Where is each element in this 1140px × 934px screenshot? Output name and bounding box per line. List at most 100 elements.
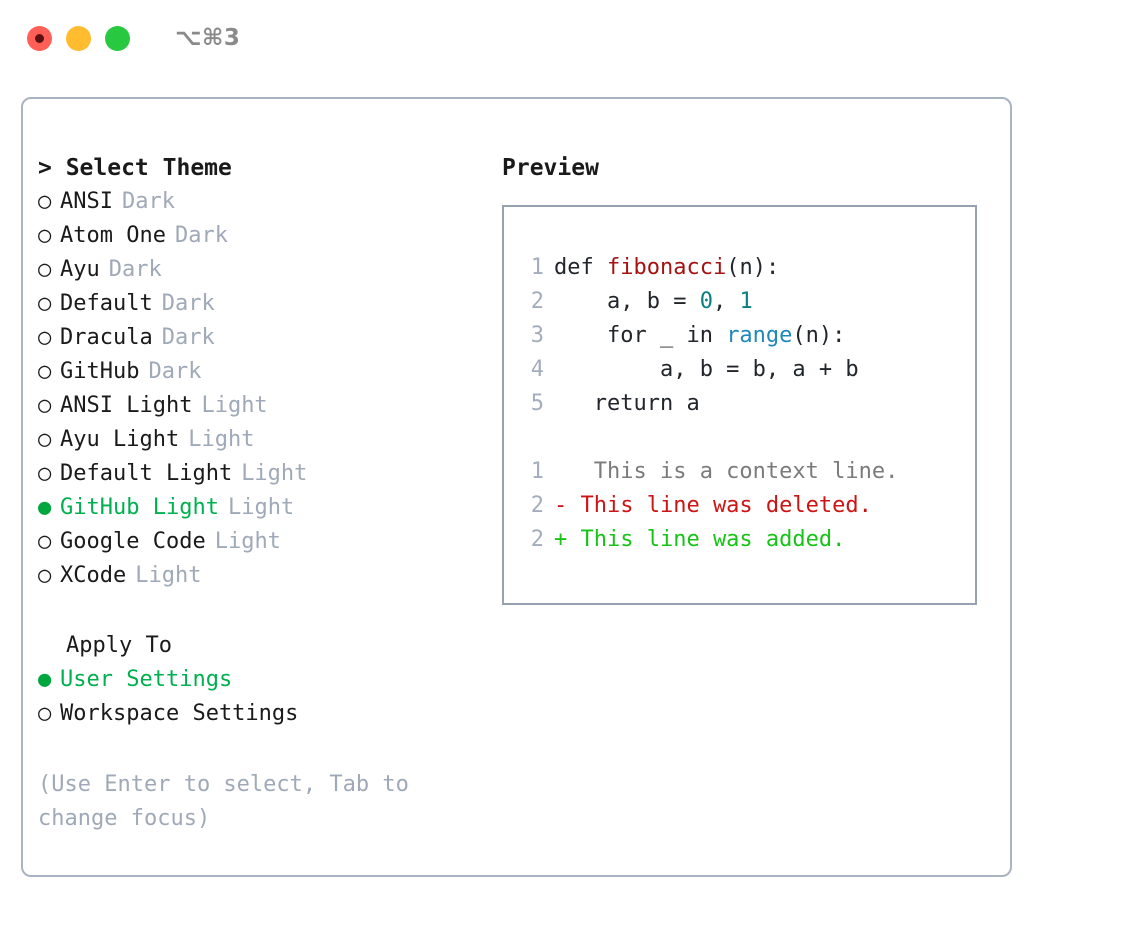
- theme-kind-badge: Light: [135, 563, 202, 588]
- theme-name: GitHub Light: [60, 495, 219, 520]
- radio-unselected-icon: ○: [38, 257, 52, 282]
- code-line: 2 a, b = 0, 1: [518, 285, 975, 319]
- theme-list-item[interactable]: ○ ANSI Light Light: [38, 389, 478, 423]
- theme-name: Default: [60, 291, 153, 316]
- code-token: 1: [739, 289, 753, 314]
- code-diff-spacer: [518, 421, 975, 455]
- code-token: def: [554, 255, 607, 280]
- code-token: ,: [712, 289, 740, 314]
- apply-to-section: Apply To ●User Settings ○ Workspace Settin…: [38, 629, 478, 731]
- diff-line: 1 This is a context line.: [518, 455, 975, 489]
- code-line: 3 for _ in range(n):: [518, 319, 975, 353]
- radio-unselected-icon: ○: [38, 291, 52, 316]
- theme-name: Google Code: [60, 529, 206, 554]
- radio-unselected-icon: ○: [38, 461, 52, 486]
- radio-selected-icon: ●: [38, 495, 52, 520]
- theme-kind-badge: Dark: [148, 359, 202, 384]
- code-line: 4 a, b = b, a + b: [518, 353, 975, 387]
- select-theme-header: > Select Theme: [38, 155, 232, 181]
- theme-kind-badge: Light: [201, 393, 268, 418]
- theme-kind-badge: Dark: [121, 189, 175, 214]
- diff-line: 2 + This line was added.: [518, 523, 975, 557]
- theme-list-item[interactable]: ○ XCode Light: [38, 559, 478, 593]
- radio-unselected-icon: ○: [38, 529, 52, 554]
- code-line-text: a, b = b, a + b: [554, 353, 859, 387]
- code-token: (n):: [792, 323, 846, 348]
- line-number: 2: [530, 493, 544, 518]
- apply-to-option[interactable]: ○ Workspace Settings: [38, 697, 478, 731]
- theme-name: GitHub: [60, 359, 140, 384]
- traffic-light-group: [27, 25, 130, 51]
- theme-kind-badge: Dark: [161, 291, 215, 316]
- code-line: 1 def fibonacci(n):: [518, 251, 975, 285]
- apply-to-label: Workspace Settings: [60, 701, 299, 726]
- code-token: fibonacci: [606, 255, 727, 280]
- theme-list-item[interactable]: ○ Default Dark: [38, 287, 478, 321]
- code-line-text: for _ in range(n):: [554, 319, 845, 353]
- diff-line-text: This is a context line.: [554, 459, 899, 484]
- line-number: 3: [530, 323, 544, 348]
- radio-unselected-icon: ○: [38, 189, 52, 214]
- line-number: 1: [530, 255, 544, 280]
- radio-unselected-icon: ○: [38, 223, 52, 248]
- theme-name: ANSI: [60, 189, 113, 214]
- apply-to-title: Apply To: [66, 633, 172, 658]
- theme-list-item[interactable]: ○ Atom One Dark: [38, 219, 478, 253]
- code-token: for _ in: [554, 323, 727, 348]
- theme-kind-badge: Light: [188, 427, 255, 452]
- radio-unselected-icon: ○: [38, 359, 52, 384]
- theme-kind-badge: Dark: [161, 325, 215, 350]
- theme-list-item[interactable]: ○ GitHub Dark: [38, 355, 478, 389]
- apply-to-option[interactable]: ●User Settings: [38, 663, 478, 697]
- code-token: (n):: [726, 255, 780, 280]
- code-line-text: def fibonacci(n):: [554, 251, 779, 285]
- theme-name: XCode: [60, 563, 127, 588]
- maximize-window-button[interactable]: [105, 25, 130, 51]
- code-token: a, b = b, a + b: [554, 357, 859, 382]
- keyboard-shortcut-label: ⌥⌘3: [175, 25, 241, 51]
- theme-kind-badge: Dark: [174, 223, 228, 248]
- theme-name: Default Light: [60, 461, 233, 486]
- theme-list-item[interactable]: ○ Default Light Light: [38, 457, 478, 491]
- diff-line-text: + This line was added.: [554, 527, 846, 552]
- theme-name: Atom One: [60, 223, 166, 248]
- radio-unselected-icon: ○: [38, 563, 52, 588]
- code-line: 5 return a: [518, 387, 975, 421]
- radio-unselected-icon: ○: [38, 325, 52, 350]
- code-line-text: return a: [554, 387, 700, 421]
- theme-name: ANSI Light: [60, 393, 193, 418]
- radio-unselected-icon: ○: [38, 393, 52, 418]
- code-token: 0: [699, 289, 713, 314]
- theme-kind-badge: Dark: [108, 257, 162, 282]
- radio-unselected-icon: ○: [38, 701, 52, 726]
- minimize-window-button[interactable]: [66, 25, 91, 51]
- line-number: 4: [530, 357, 544, 382]
- theme-kind-badge: Light: [241, 461, 308, 486]
- line-number: 2: [530, 289, 544, 314]
- theme-list-item[interactable]: ○ ANSI Dark: [38, 185, 478, 219]
- code-token: range: [726, 323, 793, 348]
- code-token: a, b =: [554, 289, 700, 314]
- line-number: 5: [530, 391, 544, 416]
- preview-header: Preview: [502, 155, 599, 181]
- theme-name: Ayu Light: [60, 427, 180, 452]
- close-window-button[interactable]: [27, 25, 52, 51]
- title-bar: ⌥⌘3: [0, 0, 1140, 76]
- theme-list-item[interactable]: ○ Ayu Light Light: [38, 423, 478, 457]
- line-number: 2: [530, 527, 544, 552]
- code-line-text: a, b = 0, 1: [554, 285, 753, 319]
- radio-unselected-icon: ○: [38, 427, 52, 452]
- apply-to-options[interactable]: ●User Settings ○ Workspace Settings: [38, 663, 478, 731]
- radio-selected-icon: ●: [38, 667, 52, 692]
